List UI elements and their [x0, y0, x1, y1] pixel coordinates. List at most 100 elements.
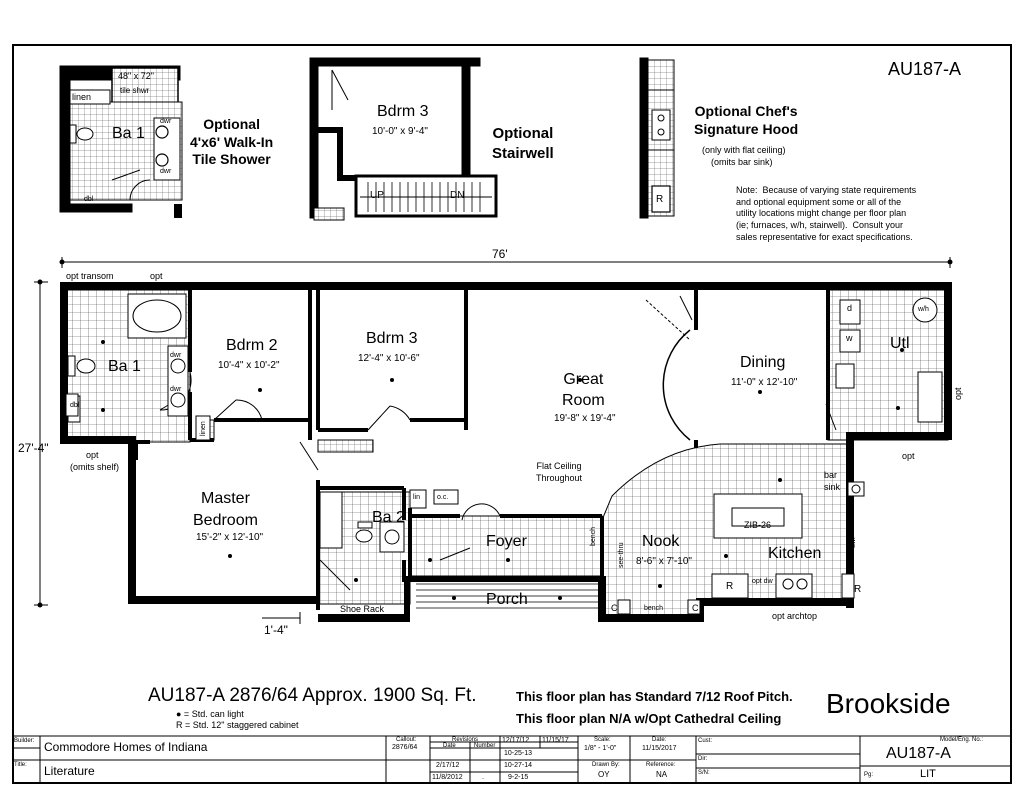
offset-dimension: 1'-4" — [264, 623, 288, 637]
series-name: Brookside — [826, 688, 951, 719]
tb-title: Literature — [44, 764, 95, 778]
label-dbl: dbl — [70, 402, 80, 409]
tb-sn-label: S/N: — [698, 770, 710, 776]
tb-pg-label: Pg: — [864, 772, 874, 778]
label-oc: o.c. — [437, 494, 449, 501]
room-bdrm3-dim: 12'-4" x 10'-6" — [358, 353, 420, 364]
tiled-floors — [65, 289, 949, 617]
label-opt-dw: opt dw — [752, 578, 773, 585]
label-bar-sink: bar sink — [824, 470, 841, 492]
tb-date-hdr: Date: — [652, 737, 667, 743]
inset-ba1: Ba 1 — [112, 125, 145, 142]
label-see-thru: see-thru — [618, 542, 625, 568]
label-dwr3: dwr — [850, 536, 857, 548]
label-opt-left: opt — [86, 450, 99, 460]
label-bench-b: bench — [644, 605, 664, 612]
inset-walk-in-shower — [59, 65, 183, 218]
inset-dwr-a: dwr — [160, 118, 172, 125]
inset-stair-dn: DN — [450, 190, 465, 201]
tb-callout: 2876/64 — [392, 744, 418, 751]
room-ba1-name: Ba 1 — [108, 358, 141, 375]
inset-stair-up: UP — [370, 190, 384, 201]
label-flat-ceiling: Flat Ceiling Throughout — [536, 461, 583, 483]
room-porch-name: Porch — [486, 591, 528, 608]
tb-builder-label: Builder: — [14, 738, 35, 744]
tb-scale: 1/8" - 1'-0" — [584, 745, 617, 752]
inset-dwr-b: dwr — [160, 168, 172, 175]
can-lights — [101, 340, 904, 600]
tb-pg: LIT — [920, 768, 936, 780]
footer-headline: AU187-A 2876/64 Approx. 1900 Sq. Ft. — [148, 685, 477, 706]
room-bdrm2-dim: 10'-4" x 10'-2" — [218, 360, 280, 371]
label-c1: C — [611, 603, 618, 613]
room-great-room-dim: 19'-8" x 19'-4" — [554, 413, 616, 424]
fixtures — [65, 293, 943, 615]
label-zib: ZIB-26 — [744, 520, 772, 530]
tb-date: 11/15/2017 — [642, 745, 677, 752]
tb-rev-a: 12/17/12 — [502, 737, 530, 744]
label-omits-shelf: (omits shelf) — [70, 462, 120, 472]
label-r1: R — [726, 581, 734, 592]
option-stairwell: Optional Stairwell — [492, 125, 554, 162]
label-lin: lin — [413, 494, 421, 501]
exterior-walls — [60, 282, 952, 622]
tb-rev-date-1: 2/17/12 — [436, 762, 460, 769]
chef-hood-note1: (only with flat ceiling) — [702, 145, 786, 155]
inset-dbl: dbl — [84, 196, 94, 203]
label-opt-top: opt — [150, 271, 163, 281]
room-utl-name: Utl — [890, 335, 910, 352]
room-master-dim: 15'-2" x 12'-10" — [196, 532, 264, 543]
dimension-lines — [34, 257, 953, 624]
inset-shower-size: 48" x 72" — [118, 71, 154, 81]
tb-revisions-label: Revisions — [452, 737, 479, 743]
label-opt-transom: opt transom — [66, 271, 114, 281]
overall-depth: 27'-4" — [18, 441, 49, 455]
chef-hood-note2: (omits bar sink) — [711, 157, 773, 167]
tb-model-label: Model/Eng. No.: — [940, 737, 984, 743]
tb-rev-number-1: 10-25-13 — [504, 750, 533, 757]
inset-tile-shower: tile shwr — [120, 86, 150, 95]
tb-builder: Commodore Homes of Indiana — [44, 740, 208, 754]
tb-ref: NA — [656, 770, 668, 779]
inset-stairwell — [309, 57, 498, 221]
legend-cabinet: R = Std. 12" staggered cabinet — [176, 720, 299, 730]
label-w: w — [846, 333, 853, 343]
tb-rev-b: 11/15/17 — [542, 737, 569, 744]
room-dining-name: Dining — [740, 354, 786, 371]
option-walk-in-shower: Optional 4'x6' Walk-In Tile Shower — [190, 116, 274, 167]
inset-bdrm3-dim: 10'-0" x 9'-4" — [372, 126, 428, 137]
label-opt-archtop: opt archtop — [772, 611, 818, 621]
tb-rev-number-2: 10-27-14 — [504, 762, 533, 769]
label-opt-right: opt — [953, 387, 963, 400]
room-bdrm2-name: Bdrm 2 — [226, 337, 278, 354]
inset-bdrm3-name: Bdrm 3 — [377, 103, 429, 120]
tb-model: AU187-A — [886, 745, 951, 762]
room-dining-dim: 11'-0" x 12'-10" — [731, 377, 798, 388]
room-ba2-name: Ba 2 — [372, 509, 405, 526]
inset-chef-hood — [639, 57, 675, 219]
tb-scale-label: Scale: — [594, 737, 611, 743]
label-d: d — [847, 303, 853, 313]
tb-number-label: Number — [474, 743, 496, 749]
tb-rev-number-3: 9-2-15 — [508, 774, 529, 781]
roof-pitch-note: This floor plan has Standard 7/12 Roof P… — [516, 689, 793, 704]
plan-code-header: AU187-A — [888, 59, 962, 79]
utility-note: Note: Because of varying state requireme… — [736, 185, 917, 242]
tb-title-label: Title: — [14, 762, 27, 768]
room-kitchen-name: Kitchen — [768, 545, 822, 562]
room-great-room-name: Great Room — [562, 371, 605, 409]
room-nook-name: Nook — [642, 533, 680, 550]
tb-dir-label: Dir: — [698, 756, 708, 762]
tb-rev-date-2: 11/8/2012 — [432, 774, 463, 781]
tb-ref-label: Reference: — [646, 762, 676, 768]
tb-callout-label: Callout: — [396, 737, 417, 743]
room-nook-dim: 8'-6" x 7'-10" — [636, 556, 692, 567]
label-dwr2: dwr — [170, 386, 182, 393]
porch-deck — [416, 583, 598, 609]
drawing-sheet — [12, 44, 1012, 784]
tb-rev-dot: . — [482, 774, 484, 781]
room-master-name: Master Bedroom — [193, 490, 258, 529]
overall-width: 76' — [492, 247, 508, 261]
room-bdrm3-name: Bdrm 3 — [366, 330, 418, 347]
